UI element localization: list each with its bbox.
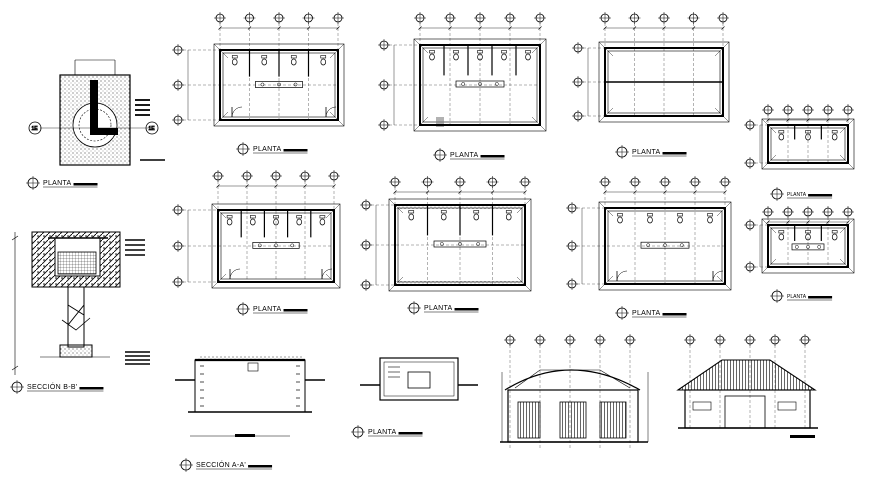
floor-plan-1 [172,12,345,127]
label-planta-small-1-text: PLANTA [787,192,807,198]
floor-plan-6 [566,176,732,291]
floor-plan-small-1 [744,104,855,170]
label-planta-detail-text: PLANTA [43,180,72,187]
detail-manhole-plan: 1E 1E [28,59,165,166]
label-seccion-aa: SECCIÓN A-A' [179,458,273,472]
label-planta-3: PLANTA [615,145,687,159]
label-planta-2: PLANTA [433,148,505,162]
floor-plan-5 [360,176,532,292]
label-planta-5-text: PLANTA [424,305,453,312]
label-planta-6-text: PLANTA [632,310,661,317]
elevation-arched-roof [500,334,649,450]
label-planta-7: PLANTA [351,425,423,439]
label-planta-6: PLANTA [615,306,687,320]
label-planta-4: PLANTA [236,302,308,316]
section-aa [175,356,325,437]
axis-marker-text: 1E [149,126,156,132]
label-planta-3-text: PLANTA [632,149,661,156]
floor-plan-2 [378,12,547,132]
floor-plan-small-2 [744,206,855,274]
label-seccion-bb: SECCIÓN B-B' [10,380,104,394]
label-seccion-bb-text: SECCIÓN B-B' [27,382,77,391]
label-planta-small-1: PLANTA [770,187,833,201]
floor-plan-3 [572,12,730,123]
label-planta-small-2: PLANTA [770,289,833,303]
label-planta-1-text: PLANTA [253,146,282,153]
axis-marker-text: 1E [32,126,39,132]
label-seccion-aa-text: SECCIÓN A-A' [196,460,246,469]
label-planta-5: PLANTA [407,301,479,315]
elevation-hip-roof [676,334,818,438]
detail-column-section [11,231,150,375]
floor-plan-4 [172,170,341,289]
label-planta-detail: PLANTA [26,176,98,190]
section-small [360,357,478,401]
label-planta-7-text: PLANTA [368,429,397,436]
label-planta-2-text: PLANTA [450,152,479,159]
label-planta-1: PLANTA [236,142,308,156]
label-planta-4-text: PLANTA [253,306,282,313]
label-planta-small-2-text: PLANTA [787,294,807,300]
